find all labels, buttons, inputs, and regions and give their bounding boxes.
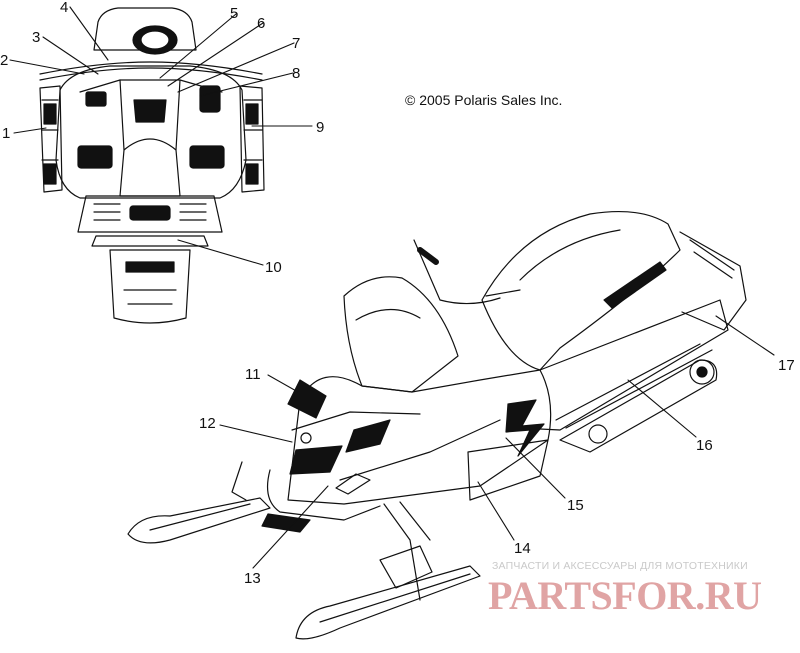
callout-15: 15 bbox=[567, 497, 584, 514]
callout-12: 12 bbox=[199, 415, 216, 432]
callout-9: 9 bbox=[316, 119, 324, 136]
leader-lines bbox=[9, 6, 775, 569]
callout-16: 16 bbox=[696, 437, 713, 454]
callout-11: 11 bbox=[245, 366, 261, 383]
top-view-drawing bbox=[39, 7, 265, 324]
callout-1: 1 bbox=[2, 125, 10, 142]
callout-10: 10 bbox=[265, 259, 282, 276]
callout-4: 4 bbox=[60, 0, 68, 16]
callout-3: 3 bbox=[32, 29, 40, 46]
callout-5: 5 bbox=[230, 5, 238, 22]
callout-2: 2 bbox=[0, 52, 8, 69]
watermark-tagline: ЗАПЧАСТИ И АКСЕССУАРЫ ДЛЯ МОТОТЕХНИКИ bbox=[492, 560, 748, 572]
callout-7: 7 bbox=[292, 35, 300, 52]
callout-8: 8 bbox=[292, 65, 300, 82]
callout-labels: 1 2 3 4 5 6 7 8 9 10 11 12 13 14 15 16 1… bbox=[0, 0, 795, 587]
callout-14: 14 bbox=[514, 540, 531, 557]
callout-13: 13 bbox=[244, 570, 261, 587]
callout-17: 17 bbox=[778, 357, 795, 374]
watermark-brand: PARTSFOR.RU bbox=[488, 573, 762, 618]
copyright-notice: © 2005 Polaris Sales Inc. bbox=[405, 92, 563, 108]
callout-6: 6 bbox=[257, 15, 265, 32]
